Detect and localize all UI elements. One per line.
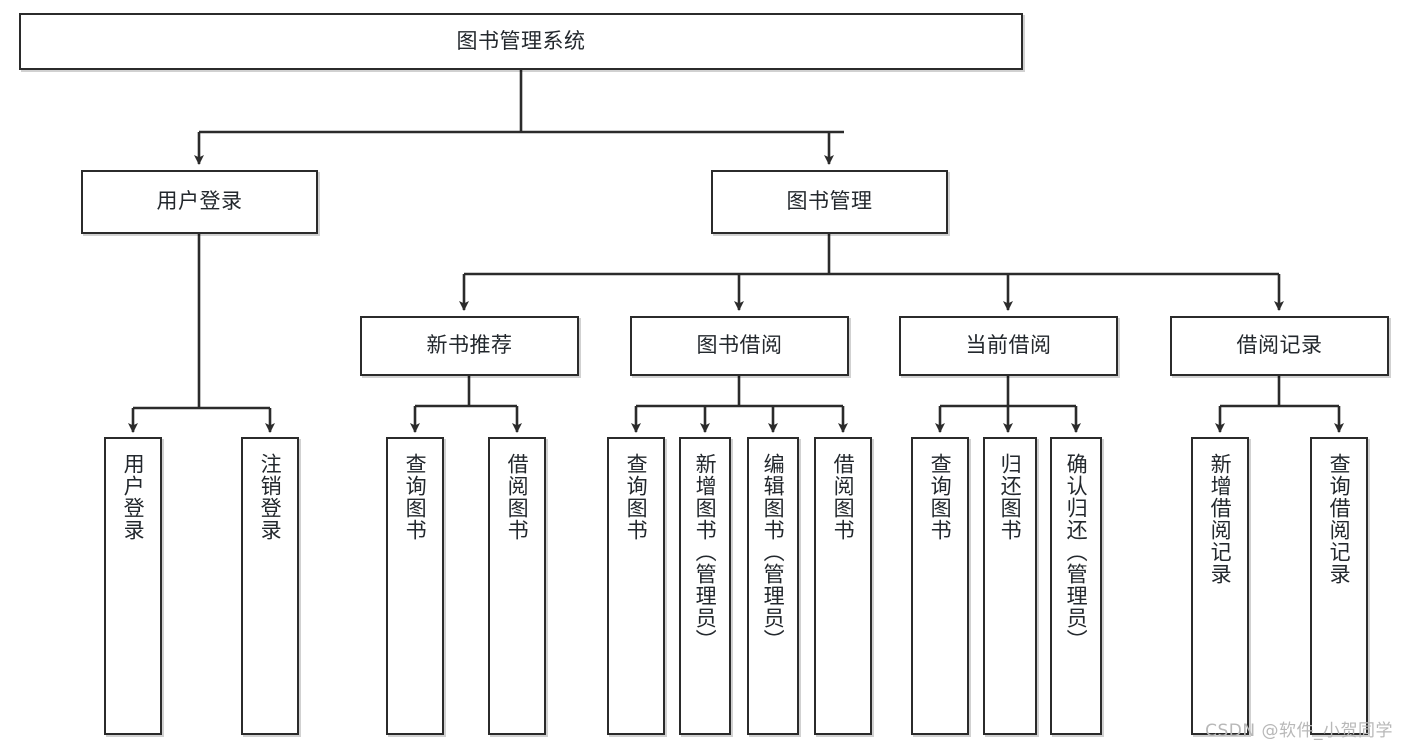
node-leaf-edit-book-label: 编辑图书（管理员）	[761, 453, 786, 651]
node-leaf-add-record[interactable]: 新增借阅记录	[1191, 437, 1249, 735]
edges-current-borrow	[935, 376, 1081, 433]
edges-book-manage	[459, 234, 1284, 311]
node-borrow-record[interactable]: 借阅记录	[1170, 316, 1389, 376]
node-book-borrow[interactable]: 图书借阅	[630, 316, 849, 376]
edges-borrow-record	[1215, 376, 1344, 433]
node-leaf-return-book-label: 归还图书	[998, 453, 1023, 541]
node-leaf-return-book[interactable]: 归还图书	[983, 437, 1037, 735]
edges-book-borrow	[631, 376, 848, 433]
node-leaf-query-book-3[interactable]: 查询图书	[911, 437, 969, 735]
node-book-manage[interactable]: 图书管理	[711, 170, 948, 234]
node-book-manage-label: 图书管理	[786, 189, 873, 214]
node-current-borrow-label: 当前借阅	[965, 333, 1052, 358]
node-new-book-rec-label: 新书推荐	[426, 333, 513, 358]
node-leaf-confirm-return[interactable]: 确认归还（管理员）	[1050, 437, 1102, 735]
node-leaf-logout[interactable]: 注销登录	[241, 437, 299, 735]
node-leaf-query-book-2[interactable]: 查询图书	[607, 437, 665, 735]
node-leaf-add-book[interactable]: 新增图书（管理员）	[679, 437, 731, 735]
node-root-label: 图书管理系统	[456, 28, 586, 53]
edges-root	[194, 70, 844, 165]
node-current-borrow[interactable]: 当前借阅	[899, 316, 1118, 376]
node-leaf-user-login-label: 用户登录	[121, 453, 146, 541]
node-borrow-record-label: 借阅记录	[1236, 333, 1323, 358]
node-leaf-query-book-1[interactable]: 查询图书	[386, 437, 444, 735]
node-user-login-label: 用户登录	[156, 189, 243, 214]
node-leaf-query-book-2-label: 查询图书	[624, 453, 649, 541]
node-root[interactable]: 图书管理系统	[19, 13, 1023, 70]
node-user-login[interactable]: 用户登录	[81, 170, 318, 234]
node-new-book-rec[interactable]: 新书推荐	[360, 316, 579, 376]
node-leaf-confirm-return-label: 确认归还（管理员）	[1064, 453, 1089, 651]
node-leaf-query-book-1-label: 查询图书	[403, 453, 428, 541]
edges-user-login	[128, 234, 275, 433]
node-leaf-borrow-book-2[interactable]: 借阅图书	[814, 437, 872, 735]
node-leaf-borrow-book-1[interactable]: 借阅图书	[488, 437, 546, 735]
node-leaf-query-record[interactable]: 查询借阅记录	[1310, 437, 1368, 735]
node-leaf-edit-book[interactable]: 编辑图书（管理员）	[747, 437, 799, 735]
edges-new-book-rec	[410, 376, 522, 433]
node-leaf-add-record-label: 新增借阅记录	[1208, 453, 1233, 585]
node-leaf-borrow-book-1-label: 借阅图书	[505, 453, 530, 541]
node-leaf-logout-label: 注销登录	[258, 453, 283, 541]
node-leaf-add-book-label: 新增图书（管理员）	[693, 453, 718, 651]
node-leaf-user-login[interactable]: 用户登录	[104, 437, 162, 735]
node-leaf-query-record-label: 查询借阅记录	[1327, 453, 1352, 585]
node-leaf-borrow-book-2-label: 借阅图书	[831, 453, 856, 541]
node-leaf-query-book-3-label: 查询图书	[928, 453, 953, 541]
node-book-borrow-label: 图书借阅	[696, 333, 783, 358]
